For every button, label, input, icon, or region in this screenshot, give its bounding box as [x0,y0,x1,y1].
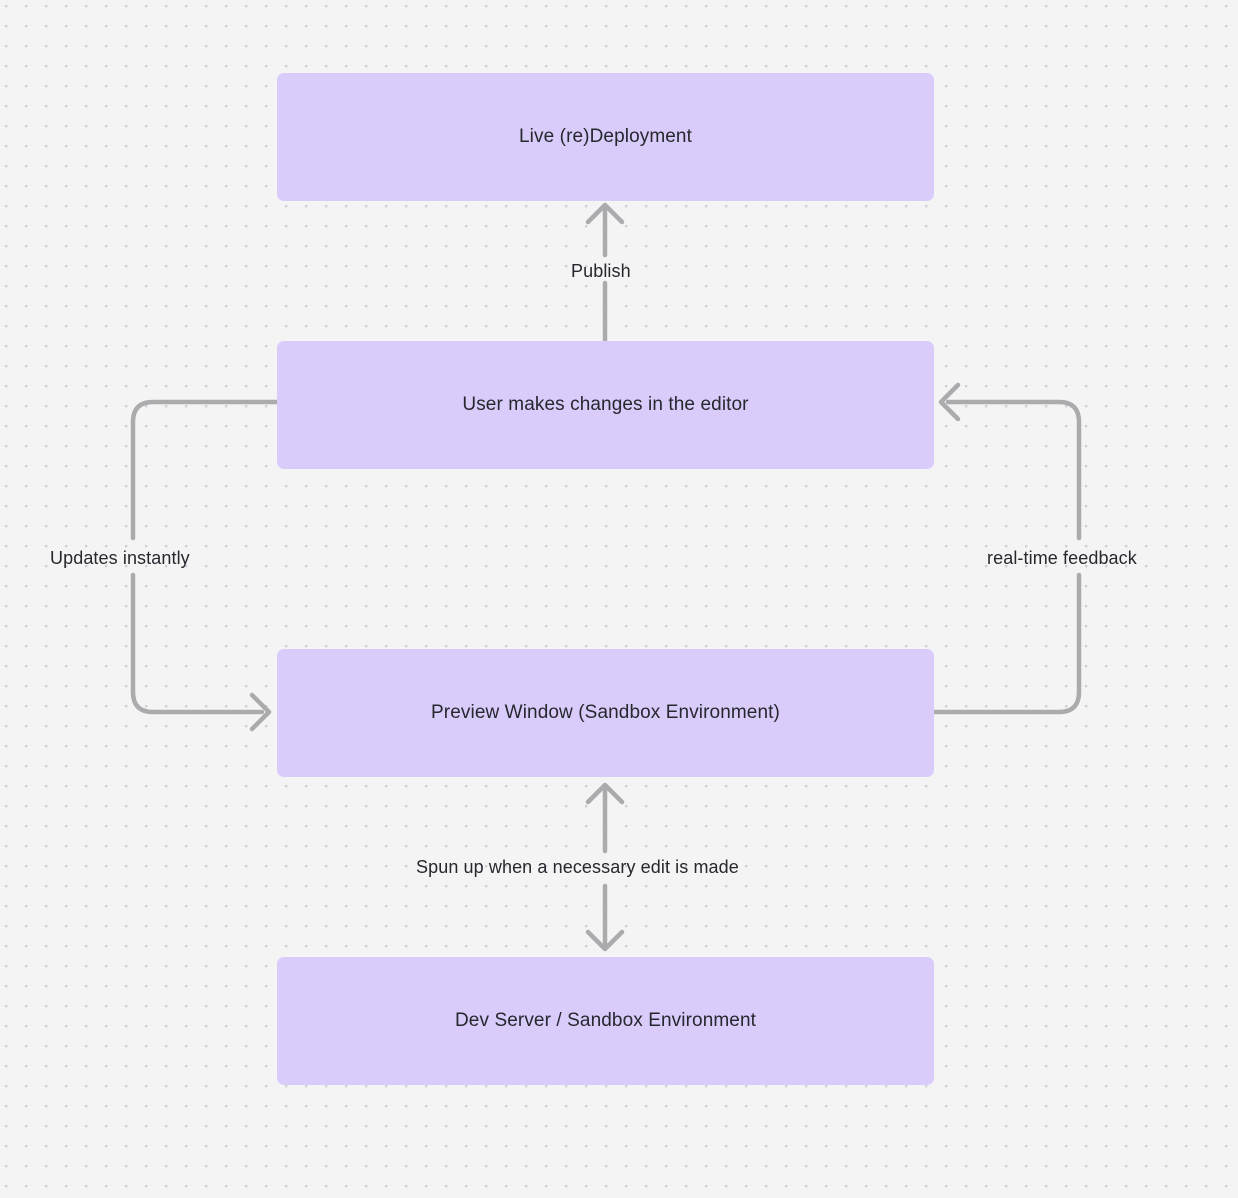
edge-updates-instantly [130,399,280,732]
arrowhead-up-icon [585,782,625,805]
node-dev-server[interactable]: Dev Server / Sandbox Environment [277,957,934,1085]
node-preview-window[interactable]: Preview Window (Sandbox Environment) [277,649,934,777]
arrowhead-up-icon [585,202,625,225]
arrowhead-left-icon [938,382,961,422]
arrowhead-right-icon [249,692,272,732]
edge-label-spun-up: Spun up when a necessary edit is made [416,857,739,877]
node-live-redeployment[interactable]: Live (re)Deployment [277,73,934,201]
edge-label-real-time-feedback: real-time feedback [987,548,1137,568]
edge-spun-up [585,782,625,952]
node-user-makes-changes[interactable]: User makes changes in the editor [277,341,934,469]
edge-label-publish: Publish [571,261,631,281]
edge-publish [585,202,625,344]
edge-real-time-feedback [931,382,1082,715]
edge-label-updates-instantly: Updates instantly [50,548,190,568]
arrowhead-down-icon [585,929,625,952]
